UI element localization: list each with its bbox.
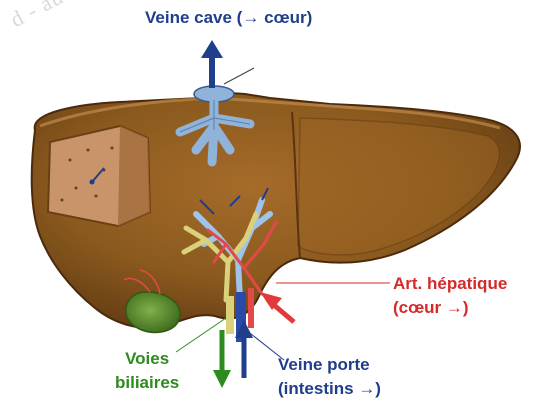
vena-cava-pointer <box>224 68 254 84</box>
label-artere-line2: (cœur →) <box>393 296 507 320</box>
lobule-dot <box>61 199 64 202</box>
liver-cut-face-side <box>118 126 150 226</box>
lobule-dot <box>111 147 114 150</box>
lobule-vessel-end <box>90 180 95 185</box>
label-voies-line2: biliaires <box>115 371 179 395</box>
hepatic-artery-trunk <box>248 288 254 328</box>
liver-right-lobe <box>298 118 499 255</box>
label-voies-line1: Voies <box>115 347 179 371</box>
label-voies-biliaires: Voies biliaires <box>115 347 179 395</box>
bile-pointer <box>176 318 226 352</box>
label-veine-porte: Veine porte (intestins →) <box>278 353 381 401</box>
label-porte-line1: Veine porte <box>278 353 381 377</box>
label-porte-line2: (intestins →) <box>278 377 381 401</box>
label-artere-hepatique: Art. hépatique (cœur →) <box>393 272 507 320</box>
lobule-dot <box>69 159 72 162</box>
label-artere-line1: Art. hépatique <box>393 272 507 296</box>
bile-arrow-head <box>213 370 231 388</box>
lobule-dot <box>95 195 98 198</box>
lobule-dot <box>75 187 78 190</box>
label-veine-cave: Veine cave (→ cœur) <box>145 8 312 28</box>
bile-duct-trunk <box>226 296 234 334</box>
lobule-dot <box>87 149 90 152</box>
vena-cava-arrow-head <box>201 40 223 58</box>
